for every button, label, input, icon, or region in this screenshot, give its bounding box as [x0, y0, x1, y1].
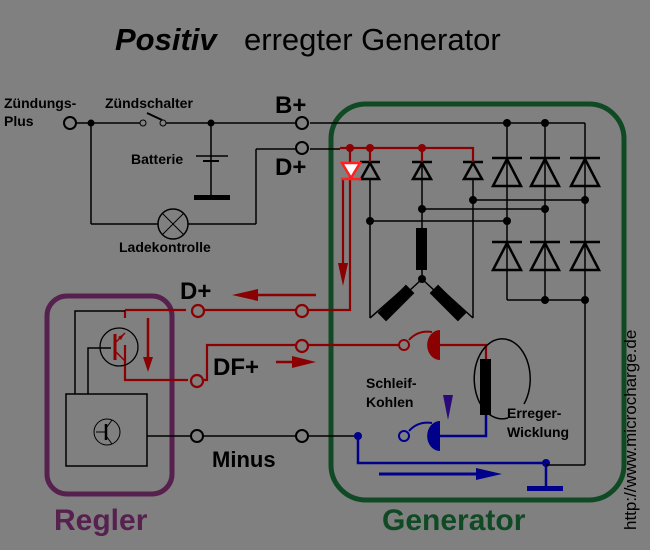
d-plus-regulator-label: D+	[180, 278, 211, 305]
power-diode-icon	[528, 240, 562, 272]
arrow-right-icon	[292, 356, 316, 368]
regulator-wiring	[65, 310, 192, 467]
stator-winding-icon	[416, 228, 427, 270]
regulator-label: Regler	[54, 504, 148, 537]
output-transistor-icon	[99, 327, 139, 367]
minus-regulator-terminal	[190, 429, 204, 443]
power-diode-icon	[568, 156, 602, 188]
junction-dot	[87, 119, 95, 127]
arrow-down-icon	[143, 357, 153, 372]
junction-dot	[503, 217, 511, 225]
title-rest: erregter Generator	[244, 22, 501, 57]
ignition-circuit	[76, 122, 340, 225]
arrow-left-icon	[232, 289, 258, 301]
battery-icon	[194, 155, 230, 200]
field-winding-icon	[480, 359, 491, 415]
junction-dot	[366, 217, 374, 225]
exciter-diode-icon	[358, 160, 382, 181]
junction-dot	[418, 144, 426, 152]
field-winding-label-1: Erreger-	[507, 405, 562, 421]
junction-dot	[354, 432, 362, 440]
power-diode-icon	[528, 156, 562, 188]
exciter-diode-icon	[461, 160, 485, 181]
power-diode-icon	[490, 156, 524, 188]
charge-lamp-icon	[157, 208, 189, 240]
df-plus-regulator-terminal	[189, 373, 205, 389]
junction-dot	[541, 119, 549, 127]
ignition-switch-icon	[139, 112, 167, 127]
junction-dot	[346, 144, 354, 152]
power-diode-icon	[568, 240, 602, 272]
junction-dot	[503, 119, 511, 127]
ignition-switch-label: Zündschalter	[105, 95, 193, 111]
title-positiv: Positiv	[115, 22, 218, 57]
ignition-plus-label-1: Zündungs-	[4, 95, 77, 111]
ground-icon	[527, 486, 563, 491]
stator-winding-icon	[429, 284, 467, 322]
d-plus-regulator-terminal	[190, 303, 206, 319]
junction-dot	[581, 296, 589, 304]
ignition-plus-terminal	[63, 116, 77, 130]
battery-label: Batterie	[131, 151, 183, 167]
website-url[interactable]: http://www.microcharge.de	[621, 330, 640, 530]
junction-dot	[541, 205, 549, 213]
brush-red-icon	[398, 330, 440, 360]
d-plus-top-label: D+	[275, 154, 306, 181]
d-plus-top-terminal	[295, 141, 309, 155]
df-plus-label: DF+	[213, 354, 259, 381]
arrow-right-icon	[476, 468, 502, 480]
junction-dot	[366, 144, 374, 152]
b-plus-terminal	[295, 116, 309, 130]
b-plus-label: B+	[275, 92, 306, 119]
junction-dot	[418, 205, 426, 213]
stator-winding-icon	[377, 284, 415, 322]
ignition-plus-label-2: Plus	[4, 113, 34, 129]
d-plus-generator-terminal	[294, 303, 310, 319]
control-transistor-icon	[93, 418, 121, 446]
brushes-label-2: Kohlen	[366, 394, 413, 410]
regulator-box	[44, 293, 175, 497]
junction-dot	[581, 196, 589, 204]
power-diode-icon	[490, 240, 524, 272]
generator-box	[328, 101, 627, 503]
df-plus-generator-terminal	[294, 338, 310, 354]
minus-label: Minus	[212, 447, 276, 472]
generator-label: Generator	[382, 504, 526, 537]
junction-dot	[469, 196, 477, 204]
highlighted-diode-icon	[339, 161, 363, 181]
junction-dot	[207, 119, 215, 127]
field-winding-label-2: Wicklung	[507, 424, 569, 440]
junction-dot	[541, 296, 549, 304]
arrow-down-icon	[338, 263, 348, 286]
minus-generator-terminal	[295, 429, 309, 443]
brush-blue-icon	[398, 421, 440, 451]
brushes-label-1: Schleif-	[366, 375, 417, 391]
arrow-down-icon	[443, 395, 453, 420]
charge-lamp-label: Ladekontrolle	[119, 239, 211, 255]
